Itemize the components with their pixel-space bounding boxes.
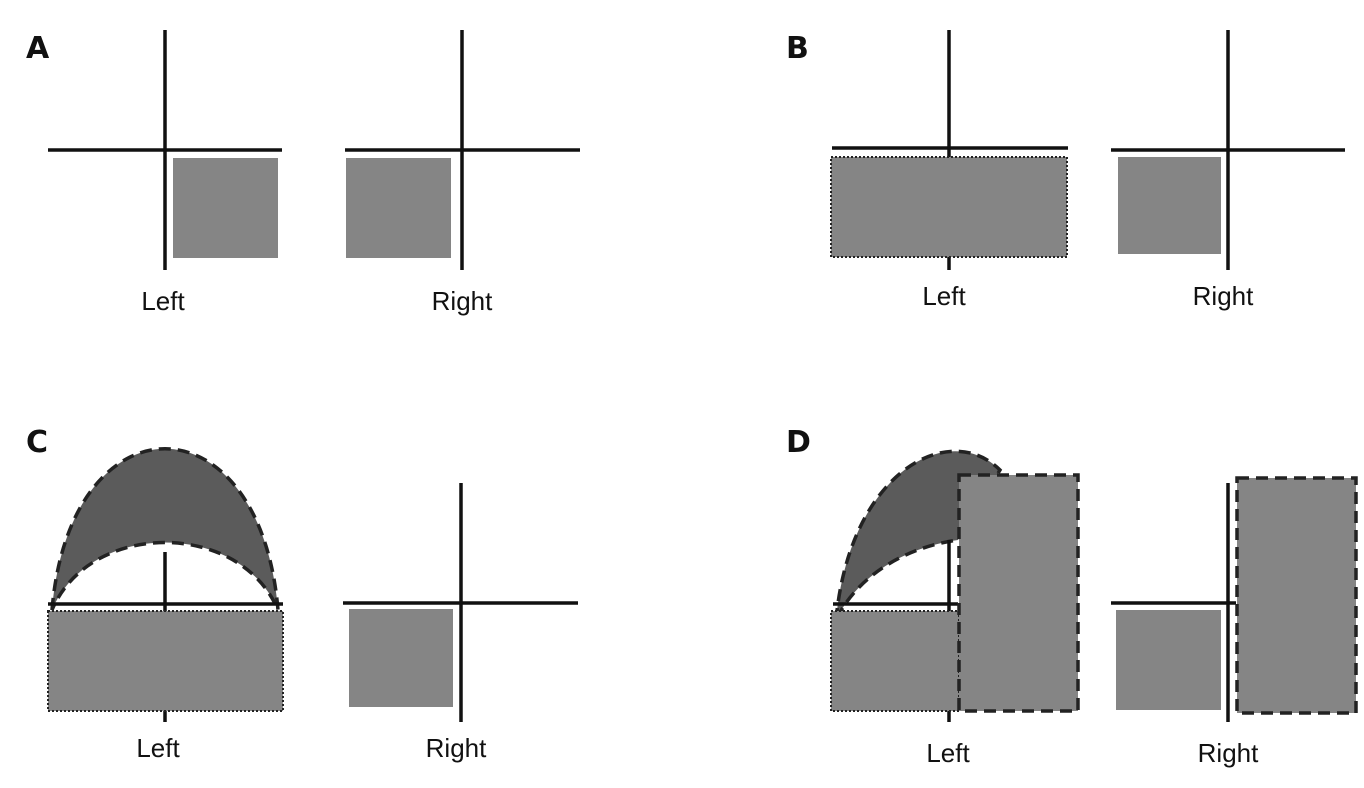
panel-a-left-field: Left <box>48 30 282 316</box>
panel-b: B Left Right <box>786 30 1345 311</box>
temporal-field-region <box>957 473 1080 713</box>
left-eye-label: Left <box>926 738 970 768</box>
panel-c: C Left Right <box>26 425 578 763</box>
left-eye-label: Left <box>136 733 180 763</box>
right-eye-label: Right <box>1198 738 1259 768</box>
panel-letter-c: C <box>26 425 48 460</box>
lower-hemifield-region <box>830 610 960 712</box>
panel-b-left-field: Left <box>830 30 1068 311</box>
nasal-field-region <box>1235 476 1358 715</box>
panel-letter-d: D <box>786 425 811 460</box>
right-eye-label: Right <box>426 733 487 763</box>
lower-left-quadrant-region <box>1116 610 1221 710</box>
panel-d-right-field: Right <box>1111 476 1358 768</box>
left-eye-label: Left <box>922 281 966 311</box>
panel-letter-a: A <box>26 31 50 66</box>
panel-b-right-field: Right <box>1111 30 1345 311</box>
right-eye-label: Right <box>432 286 493 316</box>
lower-right-quadrant-region <box>173 158 278 258</box>
panel-d: D Left Right <box>786 425 1358 768</box>
panel-c-right-field: Right <box>343 483 578 763</box>
upper-crescent-region <box>50 447 280 611</box>
lower-hemifield-region <box>47 610 284 712</box>
lower-left-quadrant-region <box>349 609 453 707</box>
panel-letter-b: B <box>786 31 809 66</box>
left-eye-label: Left <box>141 286 185 316</box>
panel-c-left-field: Left <box>47 447 284 763</box>
lower-left-quadrant-region <box>346 158 451 258</box>
panel-d-left-field: Left <box>830 449 1080 768</box>
right-eye-label: Right <box>1193 281 1254 311</box>
lower-hemifield-region <box>830 156 1068 258</box>
panel-a: A Left Right <box>26 30 580 316</box>
lower-left-quadrant-region <box>1118 157 1221 254</box>
panel-a-right-field: Right <box>345 30 580 316</box>
